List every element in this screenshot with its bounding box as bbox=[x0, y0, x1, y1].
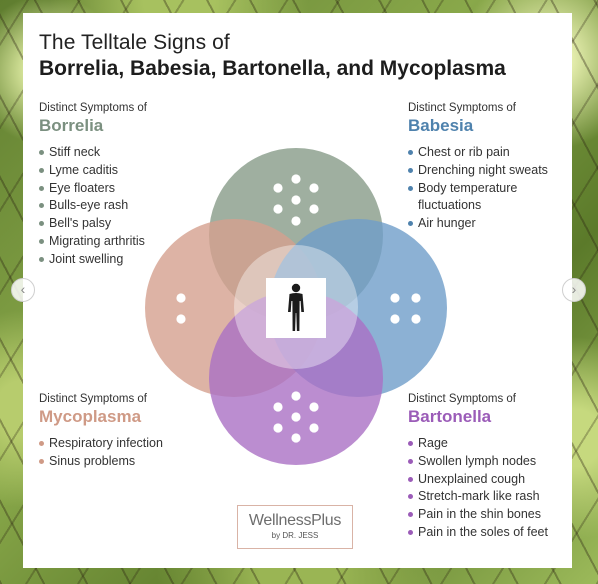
babesia-symptom-list: Chest or rib pain Drenching night sweats… bbox=[408, 144, 548, 233]
borrelia-dots bbox=[273, 174, 319, 226]
symptom-item: Bell's palsy bbox=[39, 215, 147, 233]
symptom-item: Respiratory infection bbox=[39, 435, 163, 453]
symptom-item: Body temperature fluctuations bbox=[408, 180, 522, 216]
symptom-item: Pain in the shin bones bbox=[408, 506, 548, 524]
symptom-item: Bulls-eye rash bbox=[39, 197, 147, 215]
mycoplasma-name: Mycoplasma bbox=[39, 407, 142, 426]
borrelia-symptom-list: Stiff neck Lyme caditis Eye floaters Bul… bbox=[39, 144, 147, 269]
symptom-item: Unexplained cough bbox=[408, 471, 548, 489]
infographic-card: The Telltale Signs of Borrelia, Babesia,… bbox=[23, 13, 572, 568]
mycoplasma-dots bbox=[176, 293, 186, 324]
title-line-2: Borrelia, Babesia, Bartonella, and Mycop… bbox=[39, 57, 506, 80]
bartonella-group: Distinct Symptoms of Bartonella Rage Swo… bbox=[408, 393, 548, 542]
bartonella-symptom-list: Rage Swollen lymph nodes Unexplained cou… bbox=[408, 435, 548, 542]
symptom-item: Pain in the soles of feet bbox=[408, 524, 548, 542]
wellnessplus-logo: WellnessPlus by DR. JESS bbox=[237, 505, 353, 549]
bartonella-name: Bartonella bbox=[408, 407, 492, 426]
symptom-item: Sinus problems bbox=[39, 453, 163, 471]
symptom-item: Lyme caditis bbox=[39, 162, 147, 180]
symptom-item: Stiff neck bbox=[39, 144, 147, 162]
bartonella-heading: Distinct Symptoms of bbox=[408, 393, 516, 405]
symptom-item: Joint swelling bbox=[39, 251, 147, 269]
bartonella-dots bbox=[273, 391, 319, 443]
bartonella-circle bbox=[209, 291, 383, 465]
logo-sub-text: by DR. JESS bbox=[271, 531, 319, 540]
mycoplasma-heading: Distinct Symptoms of bbox=[39, 393, 147, 405]
carousel-next-button[interactable]: › bbox=[562, 278, 586, 302]
human-figure-icon bbox=[288, 283, 304, 331]
symptom-item: Eye floaters bbox=[39, 180, 147, 198]
symptom-item: Swollen lymph nodes bbox=[408, 453, 548, 471]
symptom-item: Air hunger bbox=[408, 215, 548, 233]
babesia-heading: Distinct Symptoms of bbox=[408, 102, 516, 114]
logo-main-text: WellnessPlus bbox=[248, 512, 342, 529]
symptom-item: Chest or rib pain bbox=[408, 144, 548, 162]
mycoplasma-group: Distinct Symptoms of Mycoplasma Respirat… bbox=[39, 393, 163, 471]
chevron-right-icon: › bbox=[571, 281, 577, 297]
title-line-1: The Telltale Signs of bbox=[39, 31, 230, 54]
symptom-item: Rage bbox=[408, 435, 548, 453]
symptom-item: Drenching night sweats bbox=[408, 162, 548, 180]
venn-diagram bbox=[145, 148, 447, 465]
symptom-item: Migrating arthritis bbox=[39, 233, 147, 251]
mycoplasma-symptom-list: Respiratory infection Sinus problems bbox=[39, 435, 163, 471]
chevron-left-icon: ‹ bbox=[20, 281, 26, 297]
babesia-name: Babesia bbox=[408, 116, 474, 135]
carousel-prev-button[interactable]: ‹ bbox=[11, 278, 35, 302]
babesia-dots bbox=[390, 293, 421, 324]
borrelia-group: Distinct Symptoms of Borrelia Stiff neck… bbox=[39, 102, 147, 269]
babesia-group: Distinct Symptoms of Babesia Chest or ri… bbox=[408, 102, 548, 233]
borrelia-name: Borrelia bbox=[39, 116, 104, 135]
symptom-item: Stretch-mark like rash bbox=[408, 488, 548, 506]
borrelia-heading: Distinct Symptoms of bbox=[39, 102, 147, 114]
